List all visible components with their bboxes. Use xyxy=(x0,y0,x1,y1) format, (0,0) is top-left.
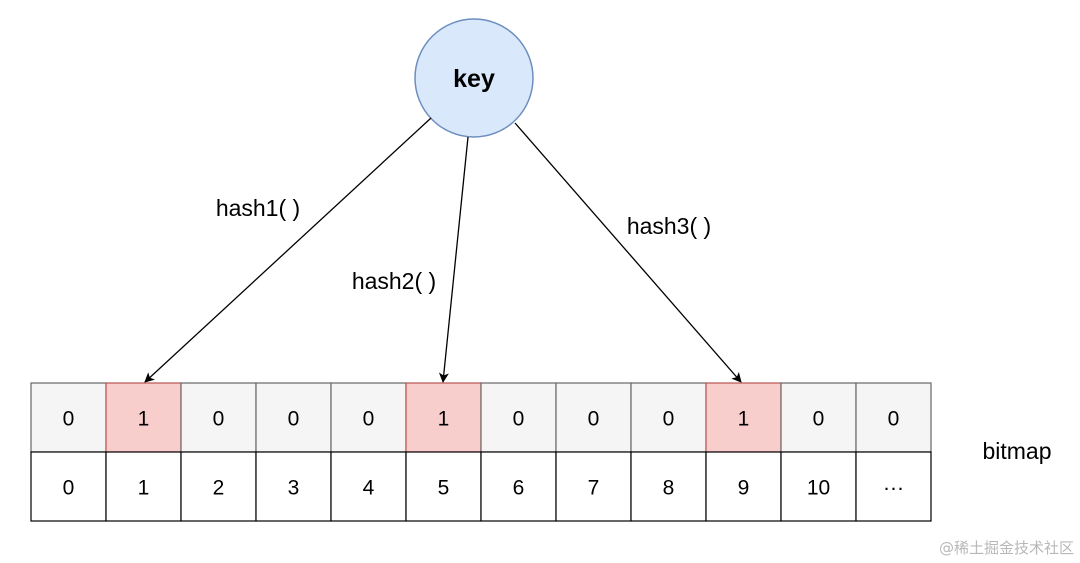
bit-cell-11 xyxy=(855,382,932,453)
key-node: key xyxy=(414,18,534,138)
index-cell-2 xyxy=(180,451,257,522)
bit-cell-1 xyxy=(105,382,182,453)
index-value-4: 4 xyxy=(363,477,375,500)
bit-value-7: 0 xyxy=(588,408,600,431)
bit-value-9: 1 xyxy=(738,408,750,431)
hash1-arrow xyxy=(144,117,432,383)
index-cell-8 xyxy=(630,451,707,522)
index-value-6: 6 xyxy=(513,477,525,500)
bit-value-11: 0 xyxy=(888,408,900,431)
bitmap-label: bitmap xyxy=(982,438,1051,464)
index-cell-11 xyxy=(855,451,932,522)
index-value-0: 0 xyxy=(63,477,75,500)
hash-arrows xyxy=(144,117,742,383)
index-cell-10 xyxy=(780,451,857,522)
bit-value-6: 0 xyxy=(513,408,525,431)
index-value-7: 7 xyxy=(588,477,600,500)
index-value-9: 9 xyxy=(738,477,750,500)
bitmap-bit-row: 0 1 0 0 0 1 0 0 0 1 0 0 xyxy=(30,382,932,453)
index-value-10: 10 xyxy=(807,477,830,500)
index-cell-0 xyxy=(30,451,107,522)
bitmap-index-row: 0 1 2 3 4 5 6 7 8 9 10 ··· xyxy=(30,451,932,522)
hash3-arrow xyxy=(514,122,742,383)
bit-cell-9 xyxy=(705,382,782,453)
bit-cell-7 xyxy=(555,382,632,453)
index-cell-3 xyxy=(255,451,332,522)
watermark: @稀土掘金技术社区 xyxy=(939,539,1074,557)
index-value-2: 2 xyxy=(213,477,225,500)
hash2-arrow xyxy=(438,136,469,383)
bit-cell-0 xyxy=(30,382,107,453)
bit-value-0: 0 xyxy=(63,408,75,431)
bit-value-3: 0 xyxy=(288,408,300,431)
bit-value-4: 0 xyxy=(363,408,375,431)
index-cell-7 xyxy=(555,451,632,522)
hash-labels: hash1( ) hash2( ) hash3( ) xyxy=(216,195,711,294)
index-cell-1 xyxy=(105,451,182,522)
bit-cell-2 xyxy=(180,382,257,453)
index-cell-5 xyxy=(405,451,482,522)
index-cell-4 xyxy=(330,451,407,522)
index-value-3: 3 xyxy=(288,477,300,500)
index-value-11: ··· xyxy=(883,477,904,500)
key-circle xyxy=(414,18,534,138)
index-value-5: 5 xyxy=(438,477,450,500)
index-value-8: 8 xyxy=(663,477,675,500)
bit-value-5: 1 xyxy=(438,408,450,431)
index-value-1: 1 xyxy=(138,477,150,500)
bit-value-8: 0 xyxy=(663,408,675,431)
hash1-label: hash1( ) xyxy=(216,195,300,221)
key-label: key xyxy=(453,65,495,93)
bit-cell-8 xyxy=(630,382,707,453)
hash3-label: hash3( ) xyxy=(627,213,711,239)
bit-value-10: 0 xyxy=(813,408,825,431)
bit-value-2: 0 xyxy=(213,408,225,431)
hash2-label: hash2( ) xyxy=(352,268,436,294)
bit-value-1: 1 xyxy=(138,408,150,431)
index-cell-6 xyxy=(480,451,557,522)
index-cell-9 xyxy=(705,451,782,522)
